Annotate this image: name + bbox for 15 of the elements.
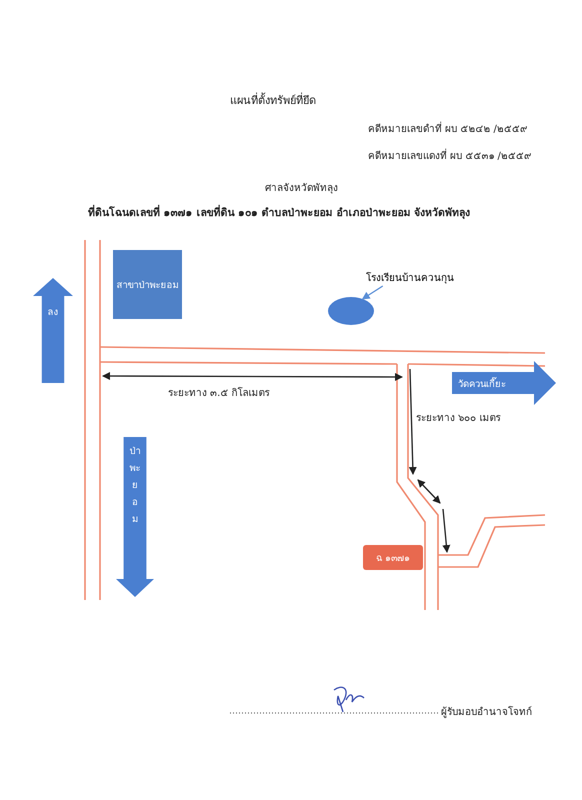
arrow-label: ป่าพะยอม xyxy=(130,445,140,527)
distance-label: ระยะทาง ๖๐๐ เมตร xyxy=(416,412,500,425)
case-number: คดีหมายเลขดำที่ ผบ ๕๒๔๒ /๒๕๕๙ xyxy=(368,121,527,136)
land-description: ที่ดินโฉนดเลขที่ ๑๓๗๑ เลขที่ดิน ๑๐๑ ตำบลป่าพะยอม อำเภอป่าพะยอม จังหวัดพัทลุง xyxy=(88,204,470,221)
court-name: ศาลจังหวัดพัทลุง xyxy=(265,182,338,195)
leader-arrow xyxy=(362,286,384,300)
case-number: คดีหมายเลขแดงที่ ผบ ๕๕๓๑ /๒๕๕๙ xyxy=(368,148,531,163)
map-title: แผนที่ตั้งทรัพย์ที่ยึด xyxy=(230,92,316,109)
arrow-label: ลง xyxy=(48,306,58,320)
place-label: โรงเรียนบ้านควนกุน xyxy=(366,270,478,286)
signer-title: ผู้รับมอบอำนาจโจทก์ xyxy=(441,705,532,719)
landmark-box: สาขาป่าพะยอม xyxy=(113,250,182,319)
arrow-label: วัดควนเกี๊ยะ xyxy=(458,376,506,391)
distance-label: ระยะทาง ๓.๕ กิโลเมตร xyxy=(168,386,270,400)
property-box: ฉ ๑๓๗๑ xyxy=(363,545,423,570)
